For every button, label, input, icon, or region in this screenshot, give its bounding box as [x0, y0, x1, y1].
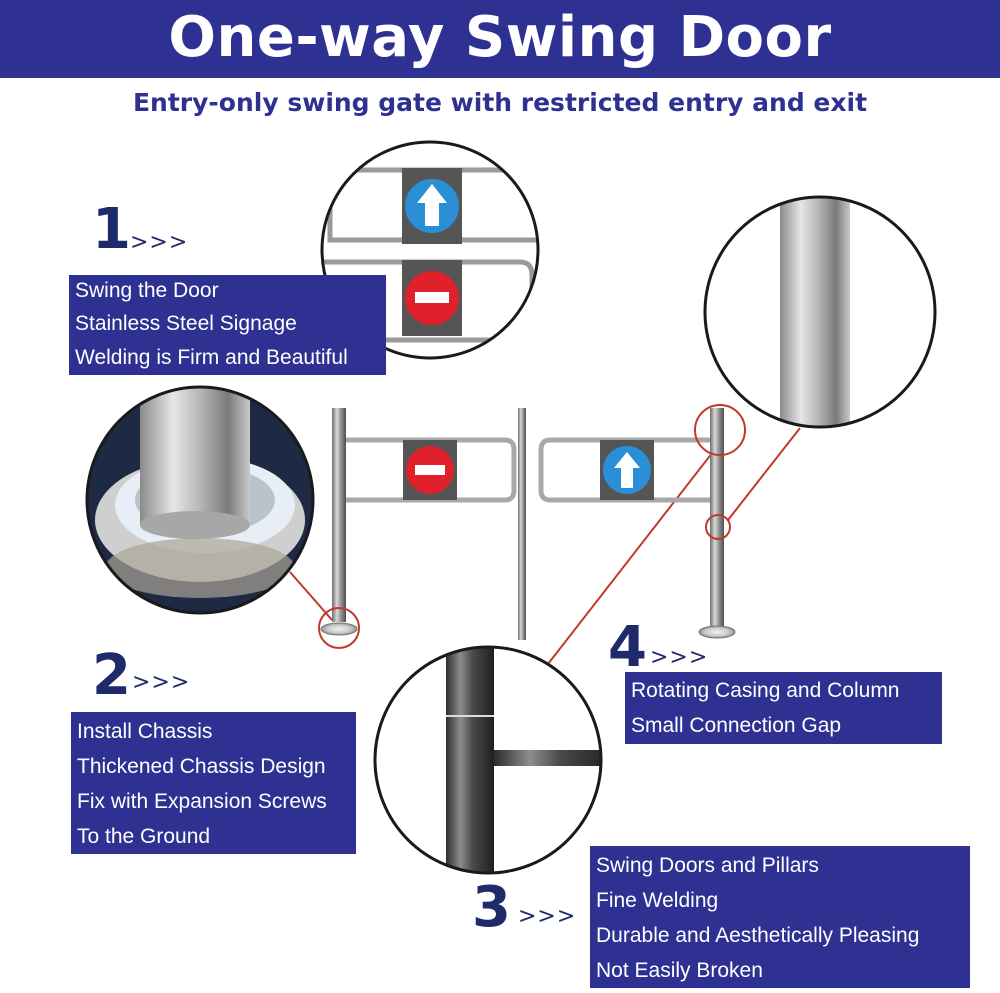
feature-4-arrows: >>> [650, 645, 709, 670]
feature-3-arrows: >>> [518, 904, 577, 929]
feature-2-number: 2 [92, 643, 131, 708]
feature-3-box: Swing Doors and Pillars Fine Welding Dur… [590, 846, 970, 988]
feature-1-line-2: Stainless Steel Signage [75, 312, 297, 335]
zoom-chassis [87, 387, 313, 613]
feature-4-line-2: Small Connection Gap [631, 714, 842, 737]
feature-4-box: Rotating Casing and Column Small Connect… [625, 672, 942, 744]
page-title: One-way Swing Door [168, 5, 832, 70]
feature-3-line-3: Durable and Aesthetically Pleasing [596, 924, 920, 947]
feature-1-arrows: >>> [130, 230, 189, 255]
feature-1-line-1: Swing the Door [75, 279, 219, 302]
feature-3-line-2: Fine Welding [596, 889, 719, 912]
page-subtitle: Entry-only swing gate with restricted en… [132, 88, 868, 117]
no-entry-sign-icon [415, 292, 449, 303]
feature-1-line-3: Welding is Firm and Beautiful [75, 346, 348, 369]
zoom-column [705, 197, 935, 427]
feature-4-number: 4 [608, 615, 647, 680]
feature-1-number: 1 [92, 197, 131, 262]
feature-2-arrows: >>> [132, 670, 191, 695]
feature-3-line-4: Not Easily Broken [596, 959, 763, 982]
zoom-pillar-weld [375, 647, 601, 873]
feature-2-line-1: Install Chassis [77, 720, 213, 743]
title-banner [0, 0, 1000, 78]
up-arrow-sign-icon [417, 184, 447, 226]
feature-3-number: 3 [472, 875, 511, 940]
feature-4-line-1: Rotating Casing and Column [631, 679, 900, 702]
feature-2-line-3: Fix with Expansion Screws [77, 790, 327, 813]
swing-gate-main [320, 408, 736, 640]
callout-lines [289, 427, 801, 665]
feature-3-line-1: Swing Doors and Pillars [596, 854, 819, 877]
feature-2-box: Install Chassis Thickened Chassis Design… [71, 712, 356, 854]
feature-2-line-4: To the Ground [77, 825, 211, 848]
feature-2-line-2: Thickened Chassis Design [77, 755, 326, 778]
feature-1-box: Swing the Door Stainless Steel Signage W… [69, 275, 386, 375]
